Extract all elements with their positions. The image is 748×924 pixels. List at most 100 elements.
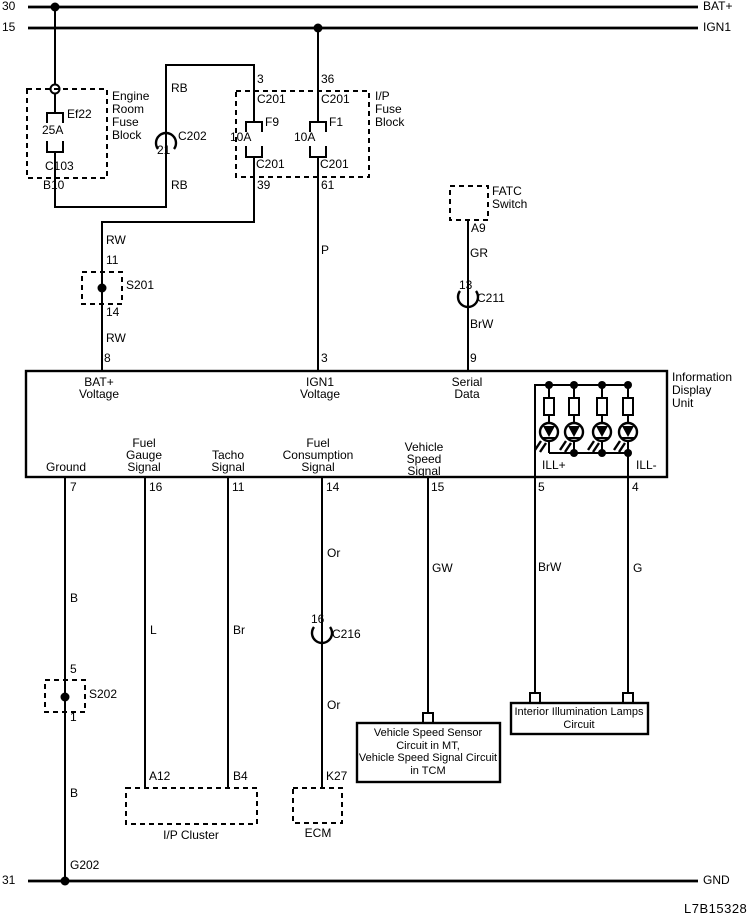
s201-pin-out: 14 (106, 305, 120, 319)
splice-s201 (81, 271, 123, 305)
wire-gr: GR (470, 246, 488, 260)
idu-pin5-number: 5 (538, 480, 545, 494)
fatc-switch-box (449, 185, 489, 221)
terminal-square (622, 692, 634, 704)
ip-cluster-box (125, 787, 258, 825)
idu-pin-illp-name: ILL+ (542, 458, 566, 472)
wire-l: L (150, 623, 157, 637)
engine-fuse-block-label: Engine Room Fuse Block (112, 89, 150, 142)
c202-pin: 21 (157, 143, 171, 157)
c202-name: C202 (178, 129, 207, 143)
idu-pin15-number: 15 (431, 480, 445, 494)
rail-ign-name: IGN1 (703, 20, 732, 34)
wire-ill-minus (622, 477, 634, 704)
idu-pin9-number: 9 (470, 351, 477, 365)
wire-fuel-consumption (310, 477, 334, 788)
diagram-id: L7B15328 (684, 901, 748, 916)
idu-pin-bat-name: BAT+ Voltage (78, 375, 120, 401)
ecm-box (292, 787, 343, 824)
f9-rating: 10A (230, 130, 252, 144)
f9-conn-out: C201 (256, 157, 285, 171)
f1-conn-out: C201 (320, 157, 349, 171)
fatc-switch-label: FATC Switch (492, 184, 528, 211)
vss-circuit-box (355, 721, 502, 784)
idu-pin-vss-name: Vehicle Speed Signal (404, 440, 444, 478)
connector-c211-symbol (456, 290, 480, 309)
f1-pin-in: 36 (321, 72, 335, 86)
connector-c216-symbol (310, 626, 334, 645)
fuse-ef22-symbol (46, 141, 64, 153)
wire-or-bottom: Or (327, 698, 341, 712)
idu-pin14-number: 14 (326, 480, 340, 494)
fatc-pin-a9: A9 (471, 221, 486, 235)
f1-conn-in: C201 (321, 92, 350, 106)
wire-p: P (321, 243, 330, 257)
wire-ill-plus (529, 477, 541, 704)
terminal-square (422, 712, 434, 724)
idu-pin-serial-name: Serial Data (451, 375, 483, 401)
s202-pin-out: 1 (70, 710, 77, 724)
rail-30-number: 30 (2, 0, 16, 13)
ground-rail-31 (28, 876, 698, 886)
ip-fuse-block-box (235, 90, 370, 178)
wire-or-top: Or (327, 546, 341, 560)
idu-pin4-number: 4 (632, 480, 639, 494)
ill-lamps-label: Interior Illumination Lamps Circuit (514, 706, 644, 731)
wire-rw-bottom: RW (106, 331, 126, 345)
rail-15-number: 15 (2, 20, 16, 34)
wire-b-top: B (70, 591, 79, 605)
f9-conn-in: C201 (257, 92, 286, 106)
fatc-branch (449, 185, 489, 371)
wire-b-bottom: B (70, 786, 79, 800)
s201-name: S201 (126, 278, 155, 292)
wire-vehicle-speed (422, 477, 434, 724)
idu-pin7-number: 7 (70, 480, 77, 494)
idu-pin-tacho-name: Tacho Signal (211, 448, 245, 474)
s201-pin-in: 11 (106, 253, 119, 267)
f9-pin-out: 39 (257, 178, 271, 192)
idu-pin-ground-name: Ground (45, 460, 87, 474)
rail-bat-name: BAT+ (703, 0, 733, 13)
idu-label: Information Display Unit (672, 370, 733, 410)
f9-pin-in: 3 (257, 72, 264, 86)
connector-c103-label: C103 (45, 159, 74, 173)
ill-lamps-box (509, 701, 650, 736)
terminal-square (529, 692, 541, 704)
power-rail-30 (28, 2, 698, 12)
f1-rating: 10A (294, 130, 316, 144)
wire-g: G (633, 561, 643, 575)
wire-gw: GW (432, 561, 453, 575)
c216-name: C216 (332, 627, 361, 641)
idu-pin-fuel-cons-name: Fuel Consumption Signal (282, 436, 354, 474)
s202-pin-in: 5 (70, 662, 77, 676)
cluster-pin-a12: A12 (149, 769, 171, 783)
f1-name: F1 (329, 115, 344, 129)
f9-name: F9 (265, 115, 280, 129)
splice-s202-box (44, 679, 86, 713)
c211-name: C211 (477, 291, 505, 305)
pin-b10-label: B10 (43, 178, 65, 192)
idu-pin3-number: 3 (321, 351, 328, 365)
idu-pin16-number: 16 (149, 480, 163, 494)
vss-circuit-label: Vehicle Speed Sensor Circuit in MT, Vehi… (358, 727, 498, 777)
ecm-label: ECM (304, 826, 332, 840)
wire-br: Br (233, 623, 245, 637)
idu-pin11-number: 11 (232, 480, 245, 494)
s202-name: S202 (89, 687, 118, 701)
f1-pin-out: 61 (321, 178, 335, 192)
fuse-ef22-rating: 25A (42, 123, 64, 137)
wire-brw-bottom: BrW (538, 560, 562, 574)
connector-c202-symbol (154, 131, 178, 150)
rail-31-number: 31 (2, 873, 16, 887)
idu-box (24, 369, 669, 479)
wire-bat-feed (46, 7, 255, 208)
c211-pin: 13 (459, 278, 473, 292)
c216-pin: 16 (311, 612, 325, 626)
idu-pin-ign-name: IGN1 Voltage (299, 375, 341, 401)
idu-pin-fuel-gauge-name: Fuel Gauge Signal (125, 436, 163, 474)
rail-gnd-name: GND (703, 873, 730, 887)
wire-brw-top: BrW (470, 317, 494, 331)
idu-pin8-number: 8 (104, 351, 111, 365)
